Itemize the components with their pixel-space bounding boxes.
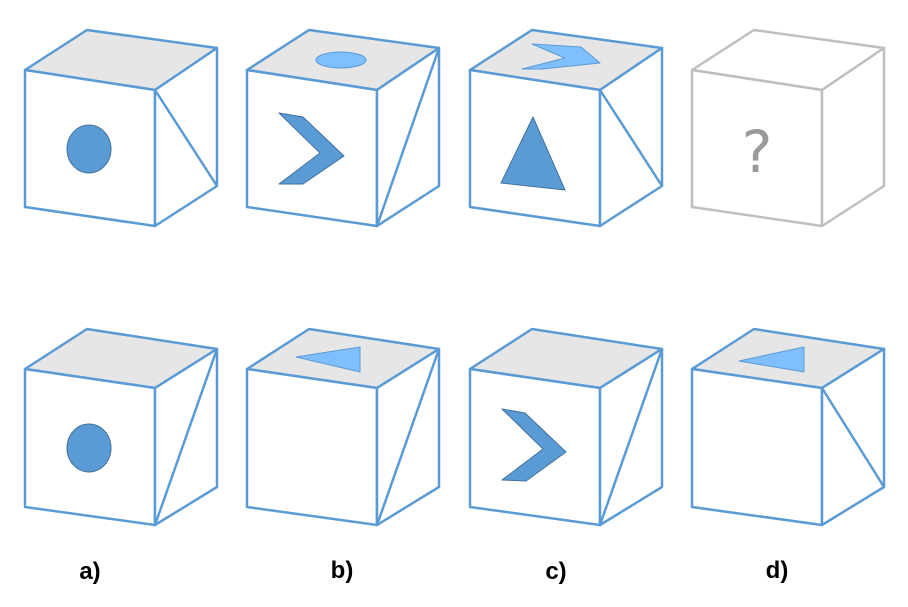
chevron-shape [501,408,567,482]
circle-shape [66,423,112,473]
sequence-cube-3 [468,28,664,228]
question-cube [690,28,886,228]
sequence-cube-1 [23,28,219,228]
side-diagonal-line [375,47,441,227]
side-diagonal-line [153,348,219,526]
ellipse-shape [315,51,367,69]
option-a-cube[interactable] [23,327,219,527]
option-b-cube[interactable] [245,327,441,527]
sequence-cube-2 [245,28,441,228]
cube-front-face [468,367,602,527]
chevron-shape [521,43,601,70]
side-diagonal-line [153,89,219,187]
triangle-shape [500,116,566,191]
side-diagonal-line [375,348,441,526]
side-diagonal-line [820,387,886,488]
option-b-label: b) [331,557,354,584]
option-a-label: a) [79,558,100,585]
triangle-shape [738,346,805,373]
side-diagonal-line [598,348,664,526]
cube-side-face [820,46,886,228]
option-d-label: d) [766,557,789,584]
circle-shape [66,124,112,174]
cube-front-face [245,367,379,527]
cube-front-face [690,367,824,527]
triangle-shape [295,346,361,373]
option-d-cube[interactable] [690,327,886,527]
chevron-shape [278,112,345,185]
question-mark: ? [742,118,773,186]
option-c-label: c) [545,558,566,585]
side-diagonal-line [598,89,664,187]
option-c-cube[interactable] [468,327,664,527]
cube-front-face [245,68,379,228]
